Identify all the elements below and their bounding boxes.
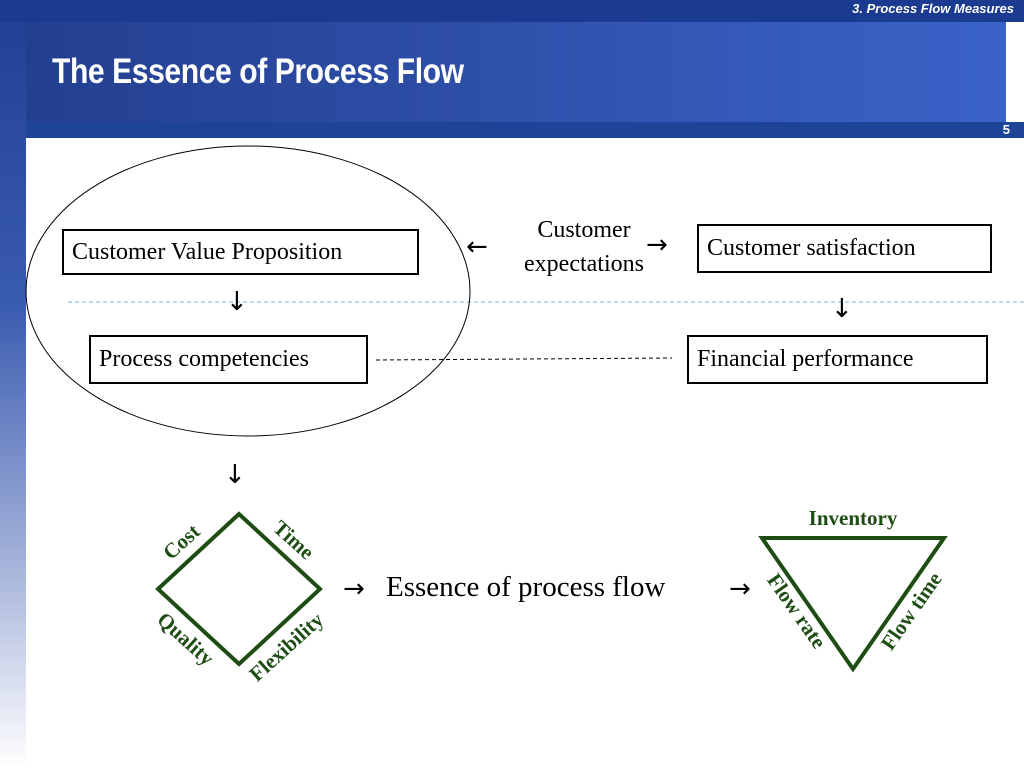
- customer-expectations-label: Customer expectations: [512, 213, 656, 281]
- diamond-label-time: Time: [268, 515, 318, 564]
- arrow-left-icon: ←: [466, 232, 488, 262]
- triangle-label-flow-rate: Flow rate: [762, 569, 831, 653]
- arrow-down-icon: ↓: [226, 287, 248, 317]
- competency-ellipse: [25, 145, 471, 437]
- competency-diamond: [155, 511, 323, 667]
- top-strip: 3. Process Flow Measures: [0, 0, 1024, 22]
- box-customer-value-proposition: Customer Value Proposition: [62, 229, 419, 275]
- header-bottom-strip: 5: [26, 122, 1024, 138]
- arrow-down-icon: ↓: [831, 294, 853, 324]
- customer-expectations-line1: Customer: [537, 217, 631, 243]
- box-process-competencies: Process competencies: [89, 335, 368, 384]
- section-label: 3. Process Flow Measures: [852, 1, 1014, 16]
- box-customer-satisfaction: Customer satisfaction: [697, 224, 992, 273]
- arrow-right-icon: →: [729, 574, 751, 604]
- box-label: Customer Value Proposition: [72, 238, 343, 265]
- essence-of-process-flow-label: Essence of process flow: [386, 571, 666, 603]
- triangle-label-flow-time: Flow time: [876, 568, 947, 655]
- box-label: Customer satisfaction: [707, 235, 916, 261]
- title-band: The Essence of Process Flow: [26, 22, 1006, 122]
- box-label: Financial performance: [697, 346, 914, 372]
- customer-expectations-line2: expectations: [524, 251, 644, 277]
- flow-triangle: [758, 536, 948, 673]
- page-number: 5: [1002, 122, 1010, 137]
- box-label: Process competencies: [99, 346, 309, 372]
- left-gradient-bar: [0, 0, 26, 768]
- dashed-connector: [375, 357, 673, 361]
- diamond-label-cost: Cost: [158, 519, 204, 564]
- box-financial-performance: Financial performance: [687, 335, 988, 384]
- arrow-right-icon: →: [646, 230, 668, 260]
- page-title: The Essence of Process Flow: [52, 52, 464, 91]
- arrow-down-icon: ↓: [224, 460, 246, 490]
- triangle-label-inventory: Inventory: [809, 506, 898, 530]
- arrow-right-icon: →: [343, 574, 365, 604]
